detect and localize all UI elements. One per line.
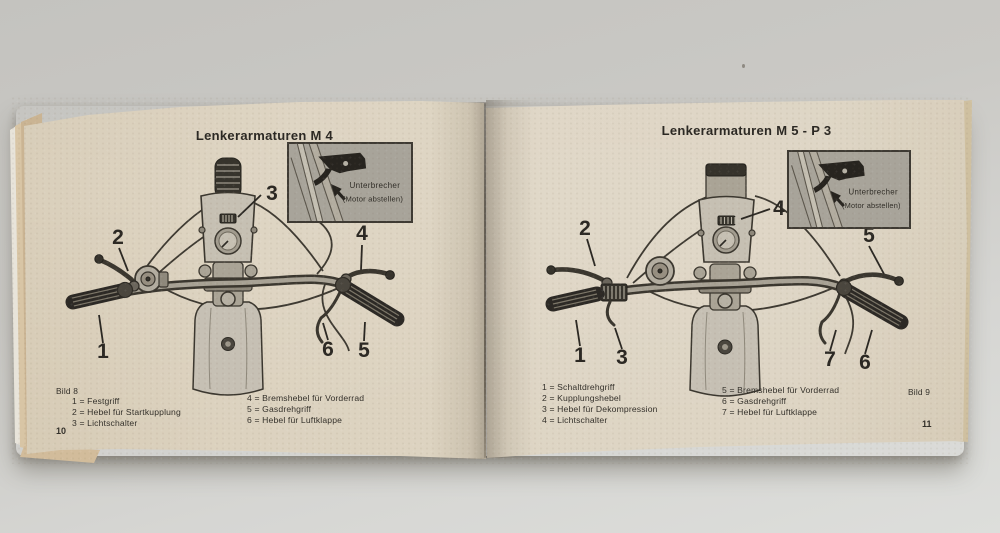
light-switch (219, 213, 237, 224)
fold-shadow-left (430, 102, 486, 459)
clutch-lever (550, 267, 608, 284)
callout-number: 6 (859, 351, 871, 374)
legend-item: 4 = Bremshebel für Vorderrad (247, 393, 365, 403)
legend-item: 7 = Hebel für Luftklappe (722, 407, 818, 417)
callout-number: 1 (574, 344, 586, 367)
interrupter-lever (318, 152, 367, 174)
callout-number: 2 (579, 217, 591, 240)
legend-item: 5 = Bremshebel für Vorderrad (722, 385, 840, 395)
fold-shadow-right (486, 100, 534, 458)
right-page-title: Lenkerarmaturen M 5 - P 3 (661, 123, 832, 138)
callout-number: 3 (616, 346, 628, 369)
left-inset-photo: Unterbrecher (Motor abstellen) (287, 142, 413, 223)
brake-lever (344, 268, 391, 280)
legend-item: 2 = Kupplungshebel (542, 393, 621, 403)
choke-lever (818, 291, 842, 345)
legend-item: 6 = Gasdrehgriff (722, 396, 787, 406)
twist-shift-housing (600, 283, 628, 302)
right-diagram-art (545, 163, 909, 397)
figure-label: Bild 8 (56, 386, 79, 396)
right-handlebar-diagram: 2 4 5 1 3 7 6 (545, 163, 909, 397)
right-diagram-callouts: 2 4 5 1 3 7 6 (574, 197, 885, 374)
right-inset-photo: Unterbrecher (Motor abstellen) (787, 150, 911, 229)
background-speck (742, 64, 745, 68)
right-legend-column-2: 5 = Bremshebel für Vorderrad 6 = Gasdreh… (722, 385, 839, 418)
inset-caption-line1: Unterbrecher (350, 181, 401, 190)
page-number-right: 11 (922, 419, 932, 429)
legend-item: 2 = Hebel für Startkupplung (72, 407, 181, 417)
left-diagram-callouts: 2 3 4 1 6 5 (97, 182, 370, 363)
callout-number: 5 (358, 339, 370, 362)
callout-number: 6 (322, 338, 334, 361)
decompression-lever (605, 300, 616, 327)
inset-caption-line2: (Motor abstellen) (842, 201, 901, 210)
callout-number: 4 (356, 222, 368, 245)
legend-item: 5 = Gasdrehgriff (247, 404, 312, 414)
legend-item: 3 = Lichtschalter (72, 418, 138, 428)
right-legend-column-1: 1 = Schaltdrehgriff 2 = Kupplungshebel 3… (542, 382, 658, 426)
callout-number: 5 (863, 224, 875, 247)
legend-item: 3 = Hebel für Dekompression (542, 404, 658, 414)
left-page-title: Lenkerarmaturen M 4 (195, 128, 334, 143)
callout-number: 4 (773, 197, 785, 220)
legend-item: 4 = Lichtschalter (542, 415, 608, 425)
callout-number: 1 (97, 340, 109, 363)
legend-item: 1 = Schaltdrehgriff (542, 382, 615, 392)
legend-item: 6 = Hebel für Luftklappe (247, 415, 343, 425)
left-legend-column-2: 4 = Bremshebel für Vorderrad 5 = Gasdreh… (247, 393, 364, 426)
left-diagram-art (65, 157, 405, 396)
booklet-fold (484, 103, 486, 458)
callout-number: 2 (112, 226, 124, 249)
callout-number: 3 (266, 182, 278, 205)
right-figure-label: Bild 9 (908, 387, 931, 397)
legend-item: 1 = Festgriff (72, 396, 120, 406)
interrupter-lever (818, 160, 865, 181)
inset-caption-line2: (Motor abstellen) (343, 195, 404, 204)
choke-lever (315, 288, 343, 344)
left-handlebar-diagram: 2 3 4 1 6 5 (65, 157, 405, 396)
inset-caption-line1: Unterbrecher (849, 188, 898, 197)
callout-number: 7 (824, 348, 836, 371)
page-number-left: 10 (56, 426, 67, 436)
left-legend-column-1: Bild 8 1 = Festgriff 2 = Hebel für Start… (56, 386, 181, 429)
brake-lever (843, 272, 900, 284)
